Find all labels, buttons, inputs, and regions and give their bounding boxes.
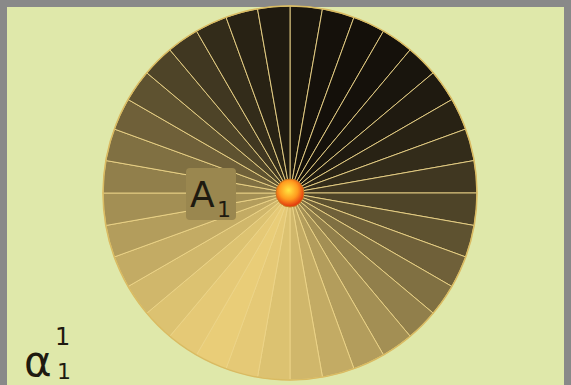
disc-outline [103, 6, 477, 380]
disc-sector [290, 193, 322, 380]
point-subscript: 1 [217, 199, 231, 221]
center-point [276, 179, 304, 207]
ground [7, 7, 564, 385]
disc-sector [258, 6, 290, 193]
point-label: A [190, 177, 215, 213]
angle-superscript: 1 [55, 325, 70, 349]
disc-sector [290, 161, 477, 193]
sector-disc [103, 6, 477, 380]
angle-label: α [24, 341, 52, 383]
angle-subscript: 1 [57, 361, 71, 383]
